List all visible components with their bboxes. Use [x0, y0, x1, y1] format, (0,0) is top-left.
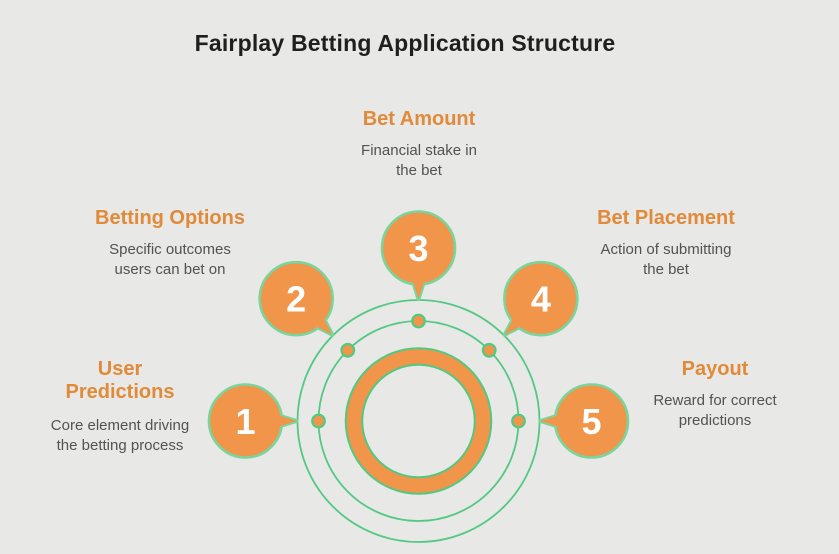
step-description: Specific outcomes users can bet on: [109, 241, 231, 278]
badge-number: 4: [531, 279, 551, 320]
center-ring: [346, 349, 491, 493]
step-label-betting-options: Betting Options Specific outcomes users …: [70, 207, 270, 279]
orbit-dot: [481, 342, 497, 358]
badge-tail-fill: [504, 302, 538, 335]
orbit-dot: [340, 342, 356, 358]
orbit-dot: [311, 413, 326, 429]
step-label-bet-placement: Bet Placement Action of submitting the b…: [566, 207, 766, 279]
badge-tail-fill: [540, 410, 576, 432]
diagram-title: Fairplay Betting Application Structure: [194, 30, 616, 56]
badge-number: 3: [408, 228, 428, 269]
step-description: Core element driving the betting process: [50, 417, 190, 454]
step-label-user-predictions: User Predictions Core element driving th…: [30, 358, 210, 455]
badge-number: 1: [235, 401, 255, 442]
orbit-dot: [511, 413, 526, 429]
orbit-dot: [411, 313, 426, 329]
step-label-bet-amount: Bet Amount Financial stake in the bet: [319, 108, 519, 180]
badge-number: 5: [581, 401, 601, 442]
step-title: Betting Options: [95, 207, 245, 229]
step-description: Financial stake in the bet: [361, 142, 477, 179]
step-description: Action of submitting the bet: [600, 241, 732, 278]
step-title: Payout: [681, 358, 749, 380]
step-label-payout: Payout Reward for correct predictions: [625, 358, 805, 430]
step-description: Reward for correct predictions: [653, 392, 777, 429]
badge-tail-fill: [407, 264, 430, 299]
badge-tail-fill: [261, 410, 297, 432]
badge-tail-fill: [299, 302, 333, 335]
badge-number: 2: [286, 279, 306, 320]
step-title: User Predictions: [65, 358, 175, 403]
step-title: Bet Placement: [597, 207, 735, 229]
outer-circle: [296, 299, 541, 543]
step-title: Bet Amount: [362, 108, 476, 130]
